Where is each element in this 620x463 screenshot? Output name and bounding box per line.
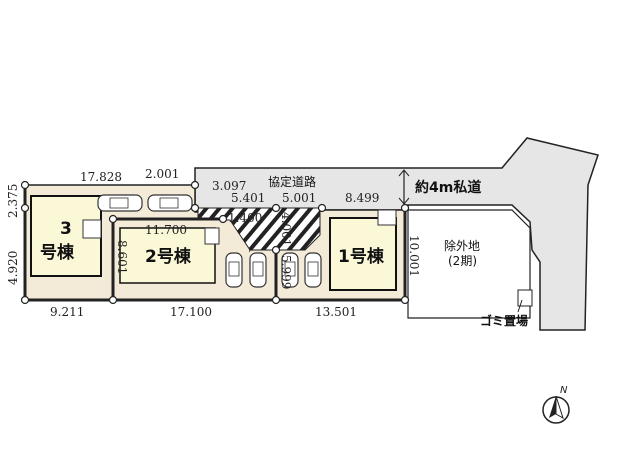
survey-points bbox=[20, 180, 410, 305]
car-icon bbox=[97, 194, 143, 212]
dim-8601: 8.601 bbox=[115, 240, 129, 274]
dim-2001: 2.001 bbox=[145, 167, 179, 181]
building-2 bbox=[119, 227, 216, 284]
building-1 bbox=[329, 217, 397, 291]
compass-label: N bbox=[560, 385, 568, 396]
dim-3097: 3.097 bbox=[212, 179, 246, 193]
dim-8499: 8.499 bbox=[345, 191, 379, 205]
building-3-label-line1: 3 bbox=[60, 219, 72, 239]
car-icon bbox=[225, 252, 243, 288]
building-1-label: 1号棟 bbox=[338, 246, 385, 267]
north-compass-icon: N bbox=[542, 385, 570, 424]
excluded-land-label: 除外地 bbox=[444, 238, 480, 253]
car-icon bbox=[249, 252, 267, 288]
car-icon bbox=[147, 194, 193, 212]
dim-4001: 4.001 bbox=[279, 212, 293, 246]
private-road-label: 約4m私道 bbox=[415, 179, 481, 196]
dim-9211: 9.211 bbox=[50, 305, 84, 319]
dim-1400: 1.400 bbox=[228, 211, 262, 225]
dim-11700: 11.700 bbox=[145, 223, 187, 237]
dim-5001: 5.001 bbox=[282, 191, 316, 205]
dim-4920: 4.920 bbox=[6, 251, 20, 285]
agreement-road-label: 協定道路 bbox=[268, 174, 316, 189]
dim-5999: 5.999 bbox=[279, 255, 293, 289]
dim-13501: 13.501 bbox=[315, 305, 357, 319]
excluded-land-phase: (2期) bbox=[448, 254, 477, 268]
garbage-area bbox=[517, 289, 533, 307]
dim-2375: 2.375 bbox=[6, 184, 20, 218]
building-3-label-line2: 号棟 bbox=[40, 242, 75, 263]
car-icon bbox=[304, 252, 322, 288]
dim-top-left: 17.828 bbox=[80, 170, 122, 184]
dim-10001: 10.001 bbox=[407, 235, 421, 277]
dim-17100: 17.100 bbox=[170, 305, 212, 319]
dim-5401: 5.401 bbox=[231, 191, 265, 205]
building-2-label: 2号棟 bbox=[145, 246, 192, 267]
garbage-label: ゴミ置場 bbox=[480, 313, 528, 328]
